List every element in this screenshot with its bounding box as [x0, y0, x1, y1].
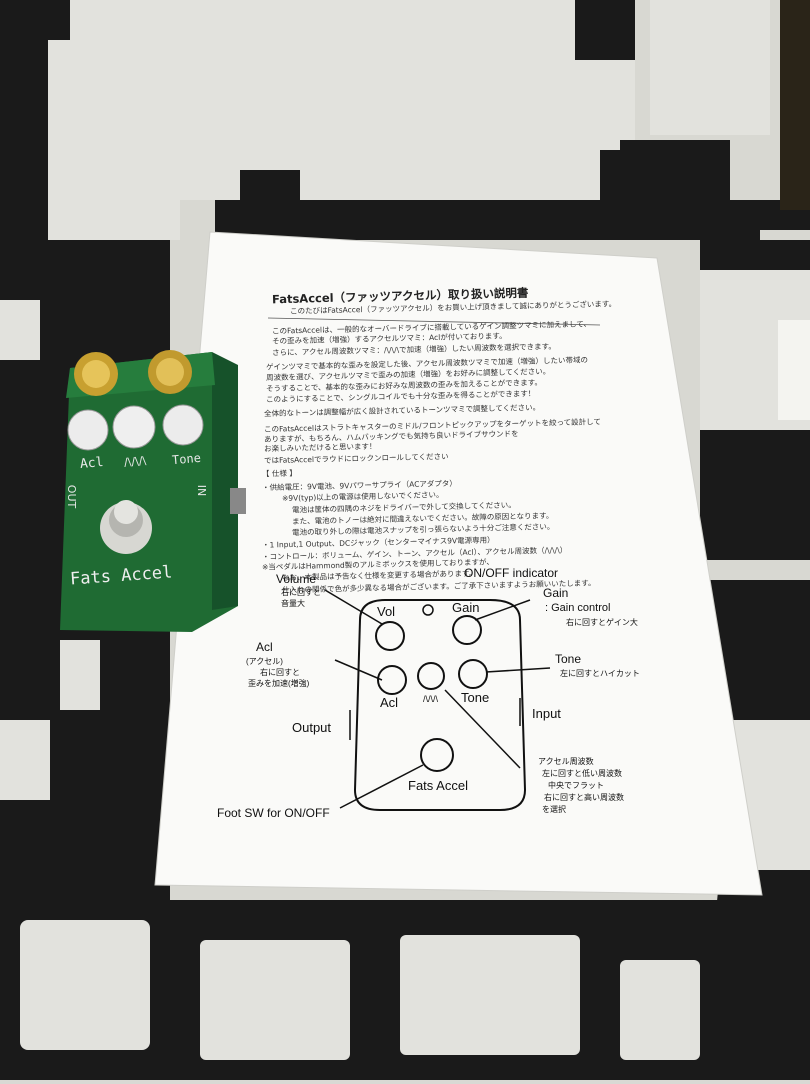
diagram-freq-3: 中央でフラット [548, 781, 604, 790]
input-jack [230, 488, 246, 514]
diagram-freq-2: 左に回すと低い周波数 [542, 769, 622, 778]
acl-knob [67, 409, 109, 451]
diagram-acl-sub1: (アクセル) [246, 657, 283, 666]
freq-knob [112, 405, 156, 449]
sheet-text-lines [267, 317, 601, 326]
diagram-freq-5: を選択 [542, 805, 566, 814]
diagram-volume-label: Volume [276, 572, 317, 586]
pedal-acl-label: Acl [79, 455, 105, 472]
diagram-gain-label: Gain [543, 586, 569, 600]
spec-header: 【 仕様 】 [261, 468, 297, 479]
diagram-gain-desc: : Gain control [545, 602, 611, 614]
side-card [778, 320, 810, 420]
diagram-gain-sub: 右に回すとゲイン大 [566, 618, 638, 627]
pedal-out-label: OUT [65, 484, 79, 509]
pedal-tone-label: Tone [171, 450, 202, 468]
diagram-acl-sub3: 歪みを加速(増強) [248, 679, 310, 688]
instruction-sheet [154, 231, 763, 896]
pedal-diagram [324, 589, 551, 811]
diagram-gain-knob-label: Gain [452, 600, 480, 615]
diagram-acl-knob [377, 665, 407, 695]
diagram-led [422, 604, 434, 616]
diagram-tone-sub: 左に回すとハイカット [560, 669, 640, 678]
diagram-vol-knob [375, 621, 405, 651]
diagram-tone-knob [458, 659, 488, 689]
diagram-name-label: Fats Accel [408, 778, 468, 793]
diagram-volume-sub2: 音量大 [281, 599, 305, 608]
box-object [780, 0, 810, 210]
diagram-freq-knob [417, 662, 445, 690]
diagram-gain-knob [452, 615, 482, 645]
diagram-vol-knob-label: Vol [377, 604, 396, 619]
diagram-wave-label: /\/\/\ [423, 694, 439, 704]
diagram-acl-label: Acl [256, 640, 273, 654]
effect-pedal [60, 350, 246, 632]
pedal-in-label: IN [195, 484, 209, 497]
diagram-acl-sub2: 右に回すと [260, 668, 300, 677]
tone-knob [162, 404, 204, 446]
diagram-acl-knob-label: Acl [380, 695, 399, 710]
diagram-footswitch [420, 738, 454, 772]
diagram-enclosure [353, 599, 527, 811]
diagram-volume-sub1: 右に回すと [281, 588, 321, 597]
diagram-tone-label: Tone [555, 652, 582, 666]
diagram-output-label: Output [292, 720, 332, 735]
pedal-wave-label: /\/\/\ [123, 454, 147, 469]
diagram-onoff-label: ON/OFF indicator [464, 566, 559, 580]
diagram-input-label: Input [532, 706, 561, 721]
light-mat-tiles [0, 0, 810, 1060]
diagram-freq-1: アクセル周波数 [538, 757, 594, 766]
diagram-tone-knob-label: Tone [461, 690, 490, 705]
diagram-freq-4: 右に回すと高い周波数 [544, 793, 624, 802]
diagram-footsw-label: Foot SW for ON/OFF [217, 806, 330, 820]
